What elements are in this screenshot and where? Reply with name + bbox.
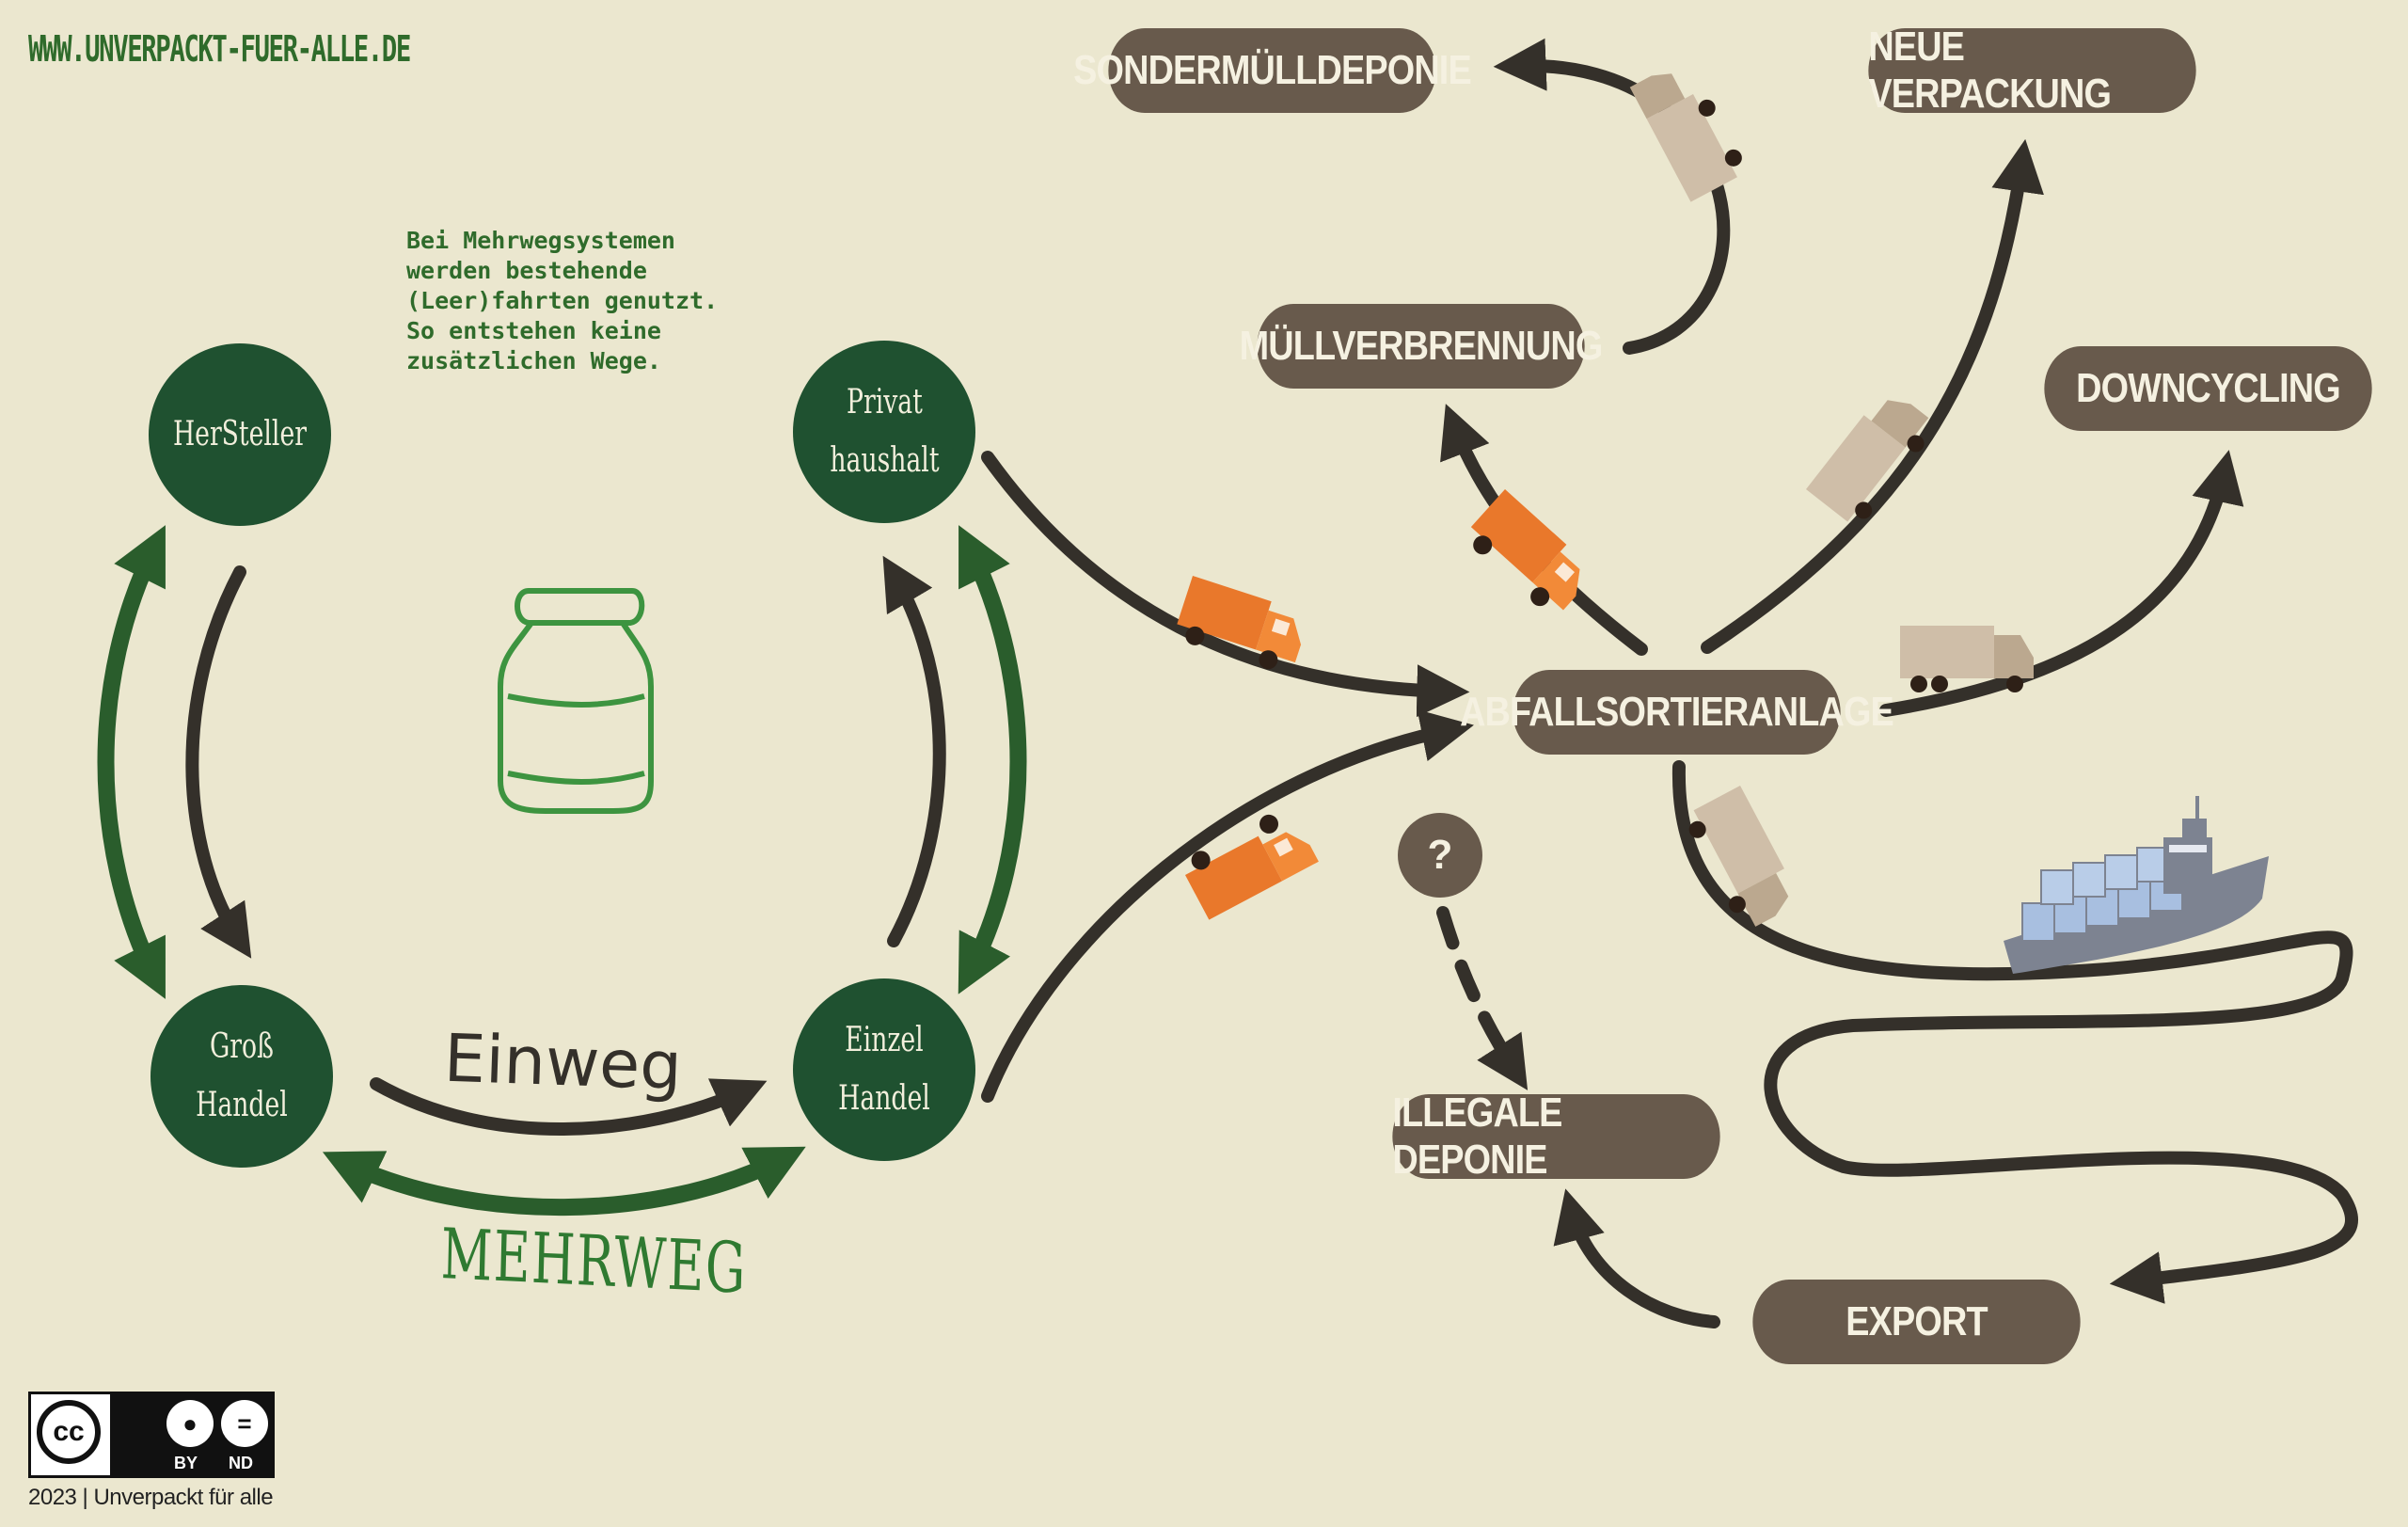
node-grosshandel-label: Groß Handel [196, 1027, 288, 1124]
pill-neue-verpackung: NEUE VERPACKUNG [1868, 24, 2196, 117]
arrow-sortieranlage-to-downcycling [1879, 450, 2244, 717]
arrow-muellverbrennung-to-sondermuelldeponie [1493, 38, 1731, 355]
pill-muellverbrennung: MÜLLVERBRENNUNG [1240, 304, 1603, 389]
no-derivatives-icon: = [221, 1400, 268, 1447]
truck-icon-beige-4 [1688, 786, 1789, 927]
arrow-green-einzelhandel-privat [958, 525, 1027, 994]
truck-icon-beige-2 [1806, 400, 1929, 522]
node-einzelhandel: Einzel Handel [793, 978, 975, 1161]
arrow-unknown-to-illegale-deponie [1436, 906, 1529, 1090]
pill-abfallsortieranlage: ABFALLSORTIERANLAGE [1460, 670, 1894, 755]
arrow-einzelhandel-to-sortieranlage [981, 709, 1474, 1103]
node-privat-haushalt-label: Privat haushalt [829, 383, 940, 480]
copyright-text: 2023 | Unverpackt für alle [28, 1485, 274, 1510]
node-hersteller-label: HerSteller [172, 415, 307, 453]
arrow-green-hersteller-grosshandel [97, 525, 166, 999]
arrow-einzelhandel-to-privat [882, 555, 946, 947]
cc-icon: cc [37, 1400, 101, 1464]
unknown-source-badge: ? [1398, 813, 1482, 898]
attribution-person-icon: ● [166, 1400, 214, 1447]
mehrweg-label: MEHRWEG [439, 1214, 748, 1310]
cc-license-strip: ● = BY ND [110, 1394, 272, 1475]
node-grosshandel: Groß Handel [150, 985, 333, 1168]
node-einzelhandel-label: Einzel Handel [838, 1021, 930, 1118]
einweg-label: Einweg [442, 1019, 684, 1105]
node-hersteller: HerSteller [149, 343, 331, 526]
cc-license-badge: cc ● = BY ND [28, 1392, 275, 1478]
arrow-hersteller-to-grosshandel [185, 565, 252, 959]
arrow-sortieranlage-to-neue-verpackung [1701, 138, 2044, 654]
cc-nd-label: ND [229, 1454, 253, 1472]
pill-sondermuelldeponie: SONDERMÜLLDEPONIE [1073, 28, 1472, 113]
mehrweg-note: Bei Mehrwegsystemen werden bestehende (L… [406, 227, 719, 374]
truck-icon-beige-1 [1629, 73, 1742, 202]
arrow-einweg [370, 1077, 768, 1136]
arrow-privat-to-sortieranlage [981, 451, 1470, 718]
cc-by-label: BY [174, 1454, 198, 1472]
pill-downcycling: DOWNCYCLING [2044, 346, 2372, 431]
arrow-mehrweg [322, 1146, 806, 1217]
truck-icon-orange-3 [1470, 489, 1580, 611]
glass-jar-icon [498, 588, 654, 814]
container-ship-icon [2004, 796, 2269, 974]
truck-icon-beige-3 [1900, 626, 2034, 692]
pill-illegale-deponie: ILLEGALE DEPONIE [1392, 1090, 1720, 1183]
arrow-export-to-illegale-deponie [1553, 1188, 1720, 1328]
arrow-export-route [1671, 760, 2359, 1304]
truck-icon-orange-1 [1177, 576, 1302, 670]
pill-export: EXPORT [1752, 1280, 2081, 1364]
truck-icon-orange-2 [1185, 814, 1319, 920]
site-url: WWW.UNVERPACKT-FUER-ALLE.DE [28, 28, 411, 70]
node-privat-haushalt: Privat haushalt [793, 341, 975, 523]
